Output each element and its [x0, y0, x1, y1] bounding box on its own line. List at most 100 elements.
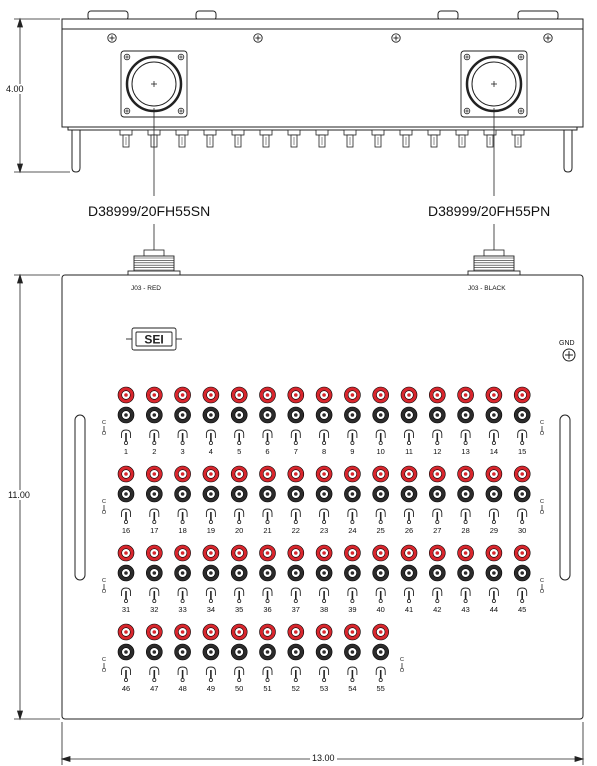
channel-cell [287, 544, 305, 604]
toggle-switch-icon [319, 429, 330, 445]
channel-cell [485, 544, 503, 604]
channel-number: 30 [518, 526, 527, 535]
channel-cell [117, 623, 135, 683]
channel-cell [513, 544, 531, 604]
screw-icon [463, 53, 471, 61]
toggle-switch-icon [262, 429, 273, 445]
panel-handles [74, 414, 571, 581]
channel-grid [103, 386, 543, 683]
connector-icon [460, 50, 528, 118]
toggle-switch-icon [375, 666, 386, 683]
screw-icon [177, 53, 185, 61]
channel-number: 49 [206, 684, 216, 693]
banana-jack-icon [117, 485, 135, 503]
channel-cell [485, 386, 503, 445]
banana-jack-icon [146, 643, 163, 661]
channel-cell [428, 386, 446, 445]
connector-icon [127, 249, 181, 276]
toggle-switch-icon [149, 587, 160, 604]
banana-jack-icon [344, 643, 361, 661]
switch-mark-closed: C [102, 499, 106, 505]
channel-cell [230, 386, 248, 445]
toggle-switch-icon [149, 666, 160, 683]
channel-cell [202, 623, 220, 683]
screw-icon [107, 33, 117, 43]
screw-icon [253, 33, 263, 43]
banana-jack-icon [174, 386, 191, 404]
banana-jack-icon [513, 465, 531, 483]
banana-jack-icon [372, 465, 390, 483]
post-icon [175, 129, 189, 148]
channel-cell [315, 386, 333, 445]
switch-mark-closed: C [102, 578, 106, 584]
switch-mark-open: O [101, 431, 107, 437]
banana-jack-icon [344, 564, 361, 582]
channel-cell [174, 386, 191, 445]
banana-jack-icon [428, 465, 446, 483]
channel-number: 51 [263, 684, 272, 693]
banana-jack-icon [457, 465, 474, 483]
toggle-switch-icon [517, 508, 528, 525]
banana-jack-icon [174, 623, 191, 641]
banana-jack-icon [230, 643, 248, 661]
channel-number: 26 [404, 526, 414, 535]
banana-jack-icon [428, 386, 446, 404]
banana-jack-icon [315, 544, 333, 562]
banana-jack-icon [287, 643, 305, 661]
channel-number: 15 [518, 447, 527, 456]
switch-mark-closed: C [540, 420, 544, 426]
svg-text:SEI: SEI [144, 333, 163, 347]
banana-jack-icon [174, 544, 191, 562]
toggle-switch-icon [262, 587, 273, 604]
connector-icon [467, 249, 521, 276]
channel-number: 31 [121, 605, 131, 614]
channel-number: 35 [235, 605, 244, 614]
channel-number: 20 [235, 526, 244, 535]
banana-jack-icon [344, 386, 361, 404]
channel-number: 4 [208, 447, 213, 456]
banana-jack-icon [400, 564, 418, 582]
channel-number: 9 [350, 447, 355, 456]
channel-cell [485, 465, 503, 525]
panel-connectors [127, 249, 521, 276]
channel-cell [259, 465, 276, 525]
switch-mark-closed: C [400, 657, 404, 663]
banana-jack-icon [428, 544, 446, 562]
banana-jack-icon [117, 623, 135, 641]
channel-number: 40 [376, 605, 385, 614]
channel-cell [372, 465, 390, 525]
dimension-label-top-height: 4.00 [4, 84, 26, 94]
post-icon [371, 129, 385, 148]
channel-number: 3 [180, 447, 185, 456]
channel-cell [344, 465, 361, 525]
channel-cell [146, 386, 163, 445]
dimension-height-top [14, 17, 70, 174]
channel-cell [287, 623, 305, 683]
channel-cell [287, 386, 305, 445]
banana-jack-icon [146, 386, 163, 404]
banana-jack-icon [485, 485, 503, 503]
banana-jack-icon [230, 544, 248, 562]
channel-cell [146, 544, 163, 604]
banana-jack-icon [202, 564, 220, 582]
banana-jack-icon [344, 465, 361, 483]
channel-number: 43 [461, 605, 470, 614]
banana-jack-icon [485, 386, 503, 404]
banana-jack-icon [372, 386, 390, 404]
banana-jack-icon [457, 386, 474, 404]
channel-cell [372, 386, 390, 445]
channel-cell [400, 386, 418, 445]
top-posts [119, 129, 525, 148]
banana-jack-icon [400, 465, 418, 483]
channel-number: 29 [489, 526, 499, 535]
channel-cell [315, 623, 333, 683]
toggle-switch-icon [517, 587, 528, 604]
toggle-switch-icon [290, 429, 301, 445]
connector-label-left: J03 - RED [131, 285, 161, 292]
toggle-switch-icon [319, 508, 330, 525]
toggle-switch-icon [234, 587, 245, 604]
banana-jack-icon [400, 544, 418, 562]
channel-number: 55 [376, 684, 385, 693]
channel-number: 5 [237, 447, 242, 456]
banana-jack-icon [457, 406, 474, 424]
